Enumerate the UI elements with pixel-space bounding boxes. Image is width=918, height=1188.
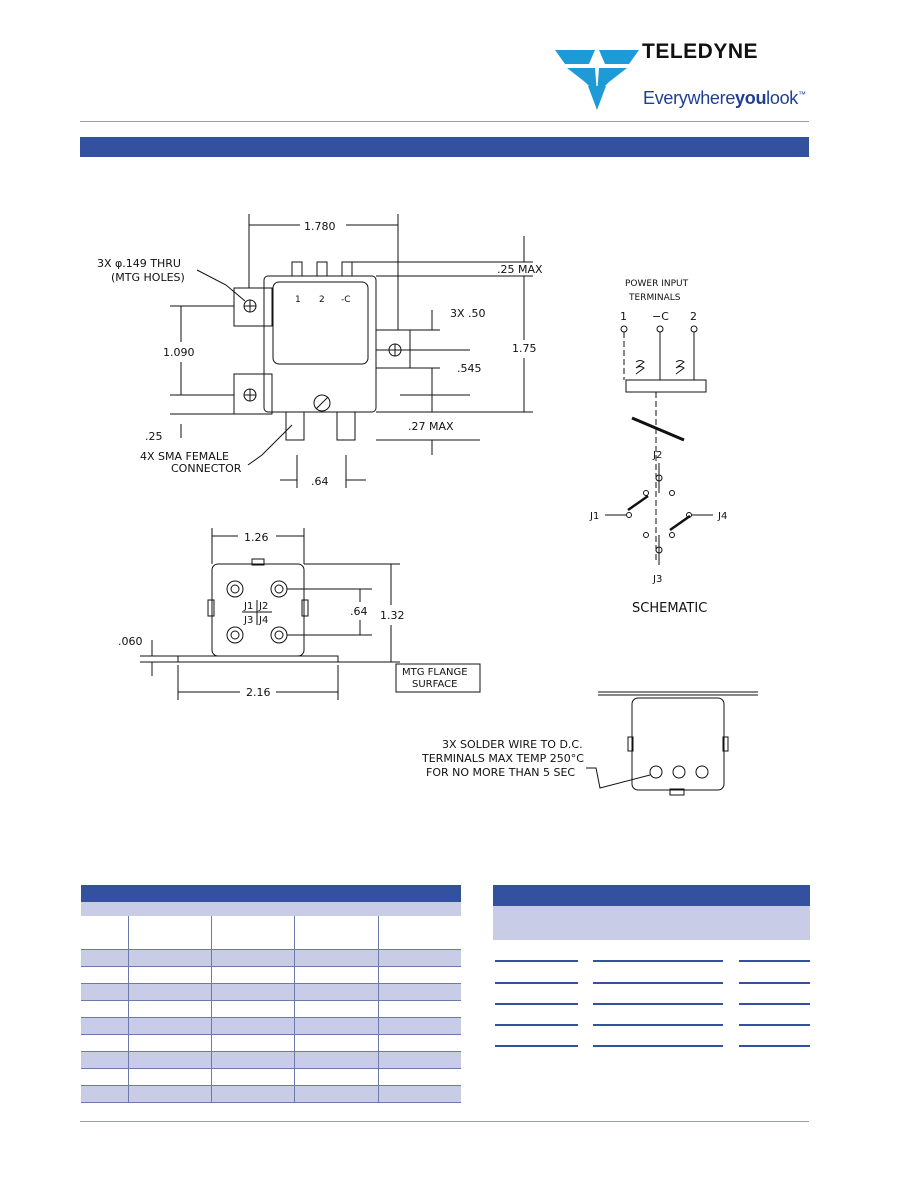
title-bar [80,137,809,157]
dim-064-label: .64 [311,475,329,488]
dim-3x050-label: 3X .50 [450,307,486,320]
table-row-cell [593,960,723,962]
schematic-t1: 1 [620,310,627,323]
table-row-cell [739,982,810,984]
dim-holes-sub-label: (MTG HOLES) [111,271,185,284]
front-dim-064: .64 [350,605,368,618]
header-divider [80,121,809,122]
front-j3: J3 [243,615,253,626]
dim-holes-label: 3X φ.149 THRU [97,257,181,270]
spec-table-left-header [81,885,461,902]
schematic-tc: −C [652,310,669,323]
side-note-2: TERMINALS MAX TEMP 250°C [421,752,584,765]
spec-table-right-header [493,885,810,906]
dim-175-label: 1.75 [512,342,537,355]
spec-table-left-columns [81,916,461,950]
dim-027max-label: .27 MAX [408,420,454,433]
connector-note-1: 4X SMA FEMALE [140,450,229,463]
table-row [495,1024,578,1026]
spec-table-right-subheader [493,906,810,940]
flange-label-2: SURFACE [412,679,457,690]
terminal-1-label: 1 [295,295,301,305]
front-j1: J1 [243,601,253,612]
schematic-j4: J4 [717,511,727,522]
table-row [81,1001,461,1018]
table-row [81,984,461,1001]
spec-table-right [493,885,810,1055]
table-row-cell [739,1024,810,1026]
table-row [495,982,578,984]
dim-width-label: 1.780 [304,220,336,233]
table-row [81,950,461,967]
table-row-cell [593,1003,723,1005]
front-j4: J4 [258,615,268,626]
dim-0545-label: .545 [457,362,482,375]
front-j2: J2 [258,601,268,612]
table-row [81,1086,461,1103]
dim-025max-label: .25 MAX [497,263,543,276]
front-dim-132: 1.32 [380,609,405,622]
front-dim-060: .060 [118,635,143,648]
dim-1090-label: 1.090 [163,346,195,359]
schematic-caption: SCHEMATIC [632,601,707,616]
schematic-j2: J2 [652,450,662,461]
terminal-2-label: 2 [319,295,325,305]
brand-name: TELEDYNE [642,40,759,63]
side-note-3: FOR NO MORE THAN 5 SEC [426,766,575,779]
table-row-cell [593,982,723,984]
table-row-cell [739,960,810,962]
table-row-cell [739,1003,810,1005]
front-dim-126: 1.26 [244,531,269,544]
table-row [495,1045,578,1047]
table-row [81,1018,461,1035]
table-row [81,1035,461,1052]
footer-divider [80,1121,809,1122]
spec-table-left-subheader [81,902,461,916]
spec-table-left [81,885,461,1103]
table-row [495,960,578,962]
schematic-title-2: TERMINALS [628,293,681,303]
table-row [81,1052,461,1069]
table-row [81,967,461,984]
table-row-cell [593,1024,723,1026]
teledyne-logo-icon [555,46,640,112]
front-dim-216: 2.16 [246,686,271,699]
table-row-cell [739,1045,810,1047]
schematic-j1: J1 [589,511,599,522]
schematic-t2: 2 [690,310,697,323]
table-row [81,1069,461,1086]
table-row [495,1003,578,1005]
side-note-1: 3X SOLDER WIRE TO D.C. [442,738,583,751]
schematic-j3: J3 [652,574,662,585]
connector-note-2: CONNECTOR [171,462,242,475]
terminal-c-label: -C [341,295,351,305]
table-row-cell [593,1045,723,1047]
brand-tagline: Everywhereyoulook™ [643,88,806,108]
flange-label-1: MTG FLANGE [402,667,468,678]
schematic-title-1: POWER INPUT [625,279,689,289]
dim-025-label: .25 [145,430,163,443]
